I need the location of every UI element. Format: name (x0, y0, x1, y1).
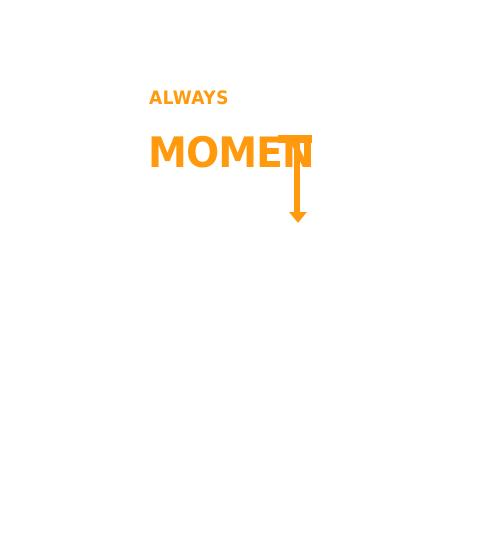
typographic-design: ALWAYS MOMEN (148, 82, 316, 227)
arrow-stem (294, 135, 300, 213)
word-always: ALWAYS (149, 87, 229, 109)
arrow-head (289, 212, 307, 223)
down-arrow-icon (278, 135, 312, 223)
